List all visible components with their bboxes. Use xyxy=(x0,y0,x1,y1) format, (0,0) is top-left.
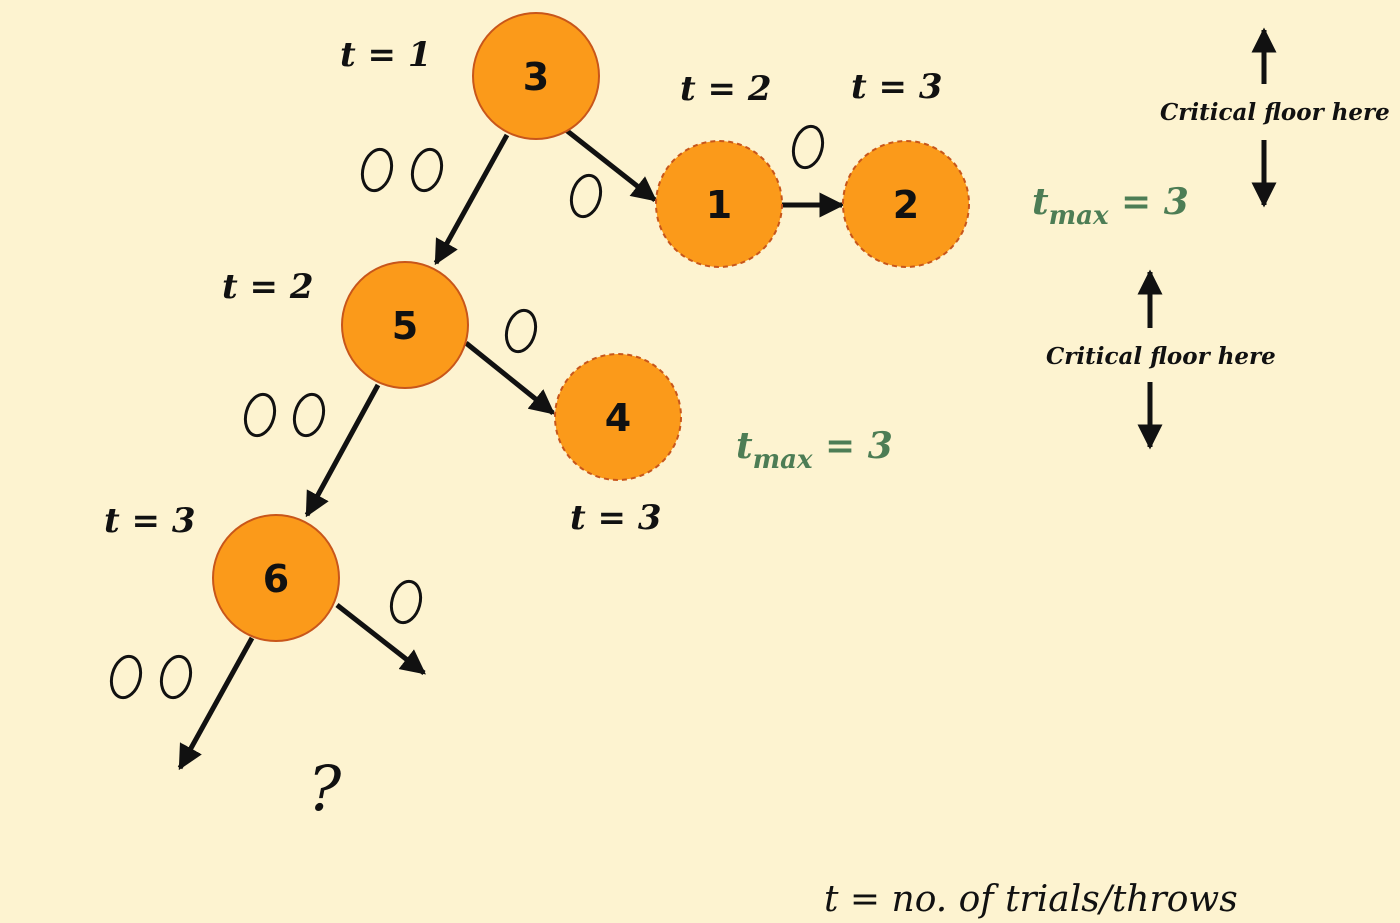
trial-label-node-6: t = 3 xyxy=(104,501,196,541)
legend-text: t = no. of trials/throws xyxy=(824,879,1238,920)
critical-floor-label-2: Critical floor here xyxy=(1046,343,1276,370)
two-eggs-icon xyxy=(360,147,444,193)
node-2-label: 2 xyxy=(892,183,920,227)
egg-icon xyxy=(159,654,193,700)
egg-icon xyxy=(243,392,277,438)
node-5-label: 5 xyxy=(391,304,419,348)
egg-icon xyxy=(410,147,444,193)
node-1 xyxy=(655,140,783,268)
node-6-label: 6 xyxy=(262,557,290,601)
unknown-subtree-marker: ? xyxy=(308,752,342,825)
edge-6-down xyxy=(177,636,255,771)
egg-icon xyxy=(389,579,423,625)
edge-3-to-1 xyxy=(564,128,657,202)
edge-6-right xyxy=(335,603,426,675)
node-3 xyxy=(472,12,600,140)
tmax-value: = 3 xyxy=(1121,181,1189,223)
two-eggs-icon xyxy=(109,654,193,700)
node-2 xyxy=(842,140,970,268)
tmax-label-middle: tmax = 3 xyxy=(736,425,893,473)
node-6 xyxy=(212,514,340,642)
node-1-label: 1 xyxy=(705,183,733,227)
egg-icon xyxy=(360,147,394,193)
trial-label-node-1: t = 2 xyxy=(680,69,772,109)
edge-5-to-6 xyxy=(304,383,381,518)
trial-label-node-2: t = 3 xyxy=(851,67,943,107)
tmax-subscript: max xyxy=(752,445,813,475)
egg-icon xyxy=(109,654,143,700)
node-4 xyxy=(554,353,682,481)
tmax-subscript: max xyxy=(1048,201,1109,231)
egg-icon xyxy=(504,308,538,354)
egg-icon xyxy=(569,173,603,219)
critical-floor-label-1: Critical floor here xyxy=(1160,99,1390,126)
trial-label-node-5: t = 2 xyxy=(222,267,314,307)
tmax-symbol: t xyxy=(1032,181,1049,223)
edge-5-to-4 xyxy=(464,341,555,415)
node-4-label: 4 xyxy=(604,396,632,440)
node-3-label: 3 xyxy=(522,55,550,99)
trial-label-node-4: t = 3 xyxy=(570,498,662,538)
edge-3-to-5 xyxy=(433,133,510,266)
egg-icon xyxy=(791,124,825,170)
two-eggs-icon xyxy=(243,392,326,438)
tmax-value: = 3 xyxy=(825,425,893,467)
tmax-label-top: tmax = 3 xyxy=(1032,181,1189,229)
egg-icon xyxy=(292,392,326,438)
tmax-symbol: t xyxy=(736,425,753,467)
trial-label-root: t = 1 xyxy=(340,35,432,75)
node-5 xyxy=(341,261,469,389)
